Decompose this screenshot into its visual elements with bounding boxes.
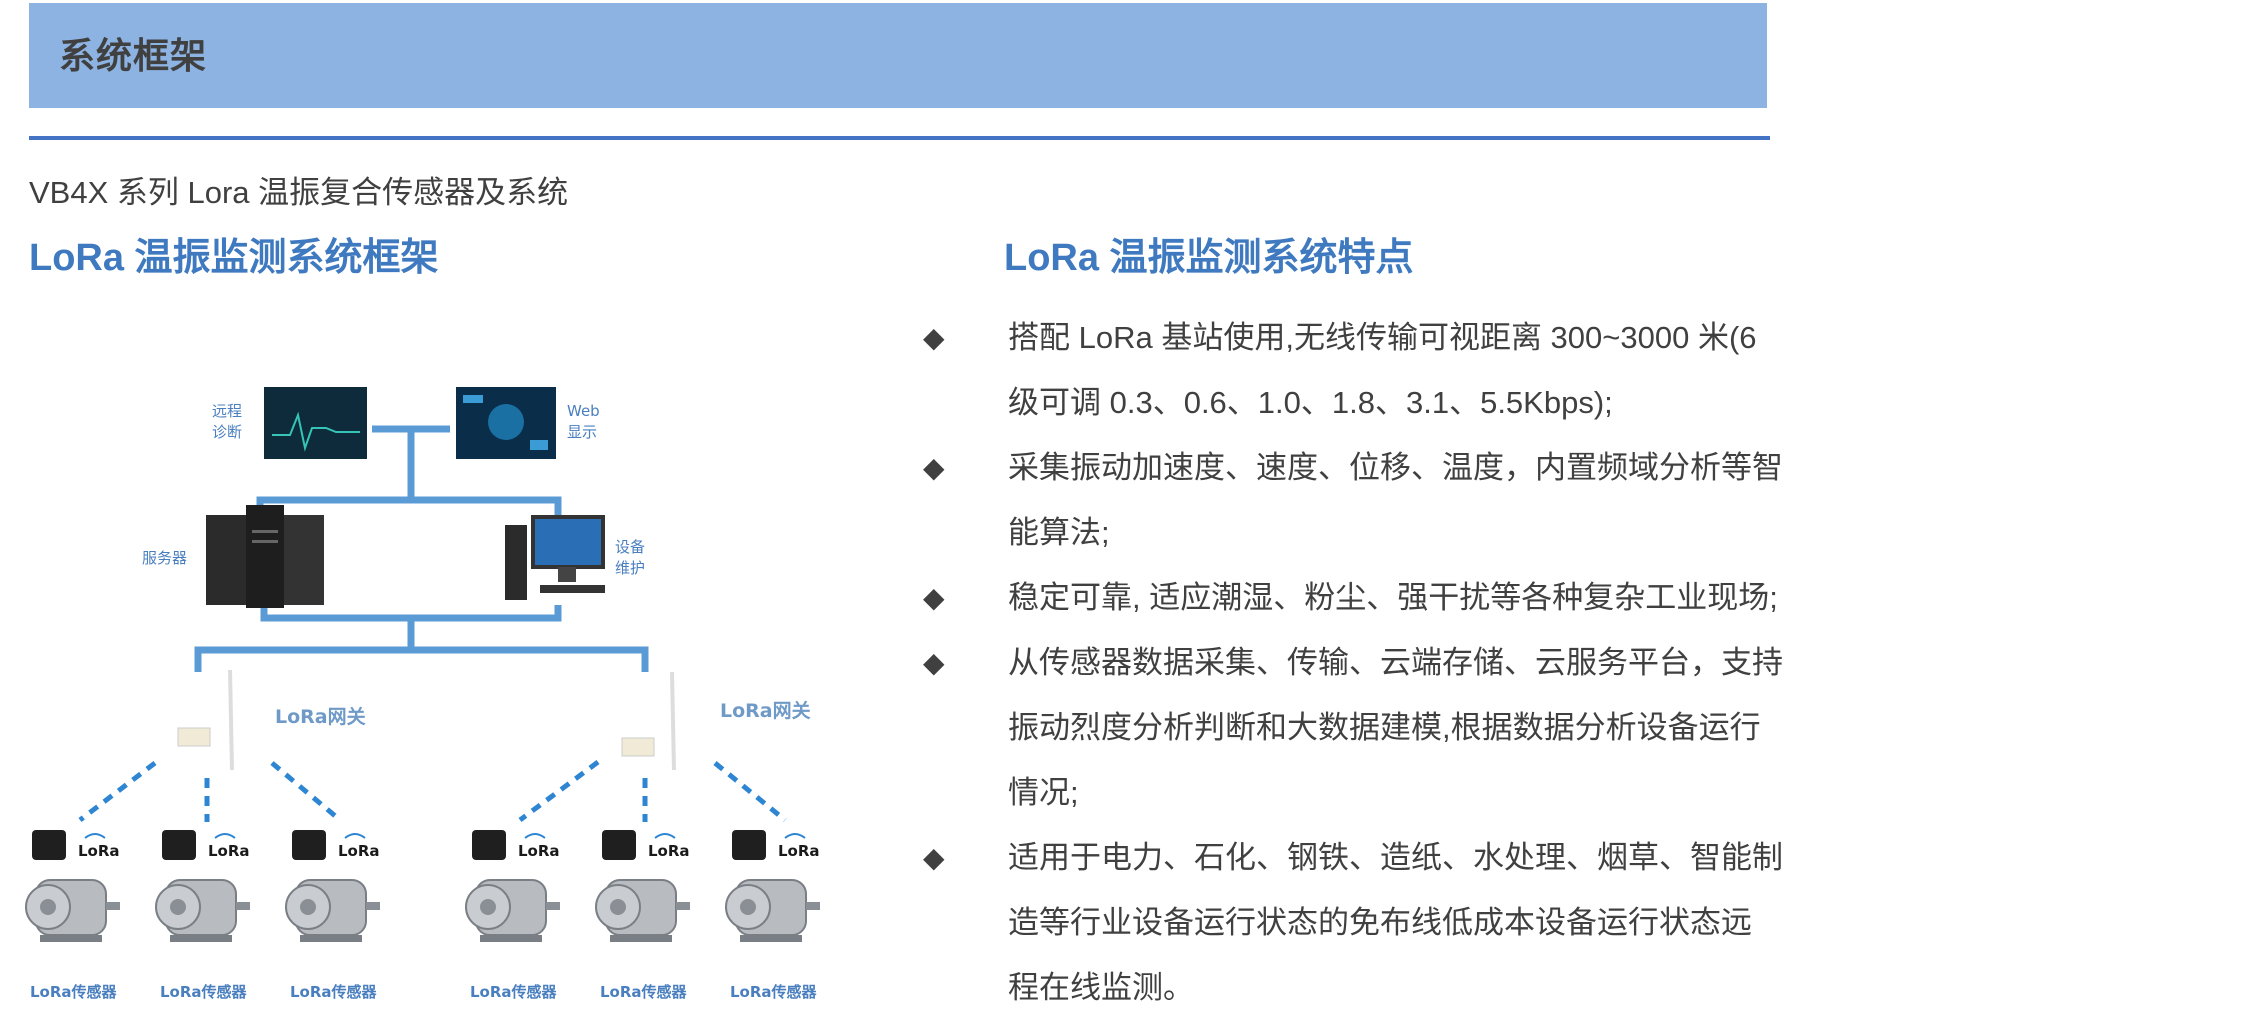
lora-badge: LoRa [78,842,120,860]
diamond-bullet-icon: ◆ [923,322,945,353]
sensor-device-icon [732,830,766,860]
feature-item: ◆ 采集振动加速度、速度、位移、温度，内置频域分析等智能算法; [915,435,1795,565]
feature-text-line: 级可调 0.3、0.6、1.0、1.8、3.1、5.5Kbps); [1008,385,1613,420]
gateway-label-1: LoRa网关 [275,705,366,728]
gateway-antenna-icon [621,671,676,771]
lora-badge: LoRa [648,842,690,860]
sensor-device-icon [32,830,66,860]
feature-text-line: 程在线监测。 [1008,970,1194,1005]
lora-badge: LoRa [338,842,380,860]
sensor-label: LoRa传感器 [160,983,248,1001]
remote-diag-label-1: 远程 [212,402,242,420]
wireless-signal-icon [214,833,236,839]
web-display-label-2: 显示 [567,423,597,441]
framework-section-title: LoRa 温振监测系统框架 [29,237,439,279]
header-band [29,3,1767,108]
server-label: 服务器 [142,549,187,567]
gateway-label-2: LoRa网关 [720,699,811,722]
feature-item: ◆ 稳定可靠, 适应潮湿、粉尘、强干扰等各种复杂工业现场; [915,565,1795,630]
feature-text-line: 从传感器数据采集、传输、云端存储、云服务平台，支持 [1008,645,1783,680]
server-icon [206,505,324,608]
web-dashboard-icon [456,387,556,459]
page-title: 系统框架 [59,35,208,76]
feature-text-line: 振动烈度分析判断和大数据建模,根据数据分析设备运行 [1008,710,1761,745]
header-divider [29,136,1770,140]
features-section-title: LoRa 温振监测系统特点 [1004,237,1414,279]
feature-text-line: 适用于电力、石化、钢铁、造纸、水处理、烟草、智能制 [1008,840,1783,875]
diamond-bullet-icon: ◆ [923,582,945,613]
gateway-antenna-icon [177,669,234,771]
wireless-links [78,759,787,823]
diamond-bullet-icon: ◆ [923,452,945,483]
diamond-bullet-icon: ◆ [923,647,945,678]
wireless-signal-icon [784,833,806,839]
feature-text-line: 情况; [1008,775,1079,810]
sensor-device-icon [602,830,636,860]
sensor-device-icon [292,830,326,860]
feature-text-line: 稳定可靠, 适应潮湿、粉尘、强干扰等各种复杂工业现场; [1008,580,1778,615]
feature-text-line: 能算法; [1008,515,1110,550]
features-list: ◆ 搭配 LoRa 基站使用,无线传输可视距离 300~3000 米(6 级可调 0… [915,305,1795,1020]
lora-badge: LoRa [778,842,820,860]
diamond-bullet-icon: ◆ [923,842,945,873]
feature-item: ◆ 搭配 LoRa 基站使用,无线传输可视距离 300~3000 米(6 级可调 0… [915,305,1795,435]
wireless-signal-icon [654,833,676,839]
web-display-label-1: Web [567,402,600,420]
lora-badge: LoRa [518,842,560,860]
sensor-label: LoRa传感器 [600,983,688,1001]
sensor-nodes: LoRaLoRa传感器LoRaLoRa传感器LoRaLoRa传感器LoRaLoR… [25,830,820,1001]
sensor-device-icon [472,830,506,860]
maintenance-label-1: 设备 [615,538,645,556]
wireless-signal-icon [344,833,366,839]
monitor-waveform-icon [264,387,367,459]
feature-item: ◆ 适用于电力、石化、钢铁、造纸、水处理、烟草、智能制造等行业设备运行状态的免布线… [915,825,1795,1020]
feature-text-line: 采集振动加速度、速度、位移、温度，内置频域分析等智 [1008,450,1783,485]
lora-badge: LoRa [208,842,250,860]
sensor-label: LoRa传感器 [290,983,378,1001]
feature-item: ◆ 从传感器数据采集、传输、云端存储、云服务平台，支持振动烈度分析判断和大数据建模… [915,630,1795,825]
wireless-signal-icon [84,833,106,839]
sensor-label: LoRa传感器 [730,983,818,1001]
sensor-label: LoRa传感器 [470,983,558,1001]
sensor-label: LoRa传感器 [30,983,118,1001]
maintenance-label-2: 维护 [615,559,645,577]
sensor-device-icon [162,830,196,860]
remote-diag-label-2: 诊断 [212,423,242,441]
document-subtitle: VB4X 系列 Lora 温振复合传感器及系统 [29,175,569,210]
wireless-signal-icon [524,833,546,839]
feature-text-line: 搭配 LoRa 基站使用,无线传输可视距离 300~3000 米(6 [1008,320,1757,355]
system-architecture-diagram: 远程 诊断 Web 显示 服务器 设备 维护 LoRa网关 LoRa网关 LoR… [0,360,870,1030]
feature-text-line: 造等行业设备运行状态的免布线低成本设备运行状态远 [1008,905,1752,940]
workstation-icon [505,515,605,600]
